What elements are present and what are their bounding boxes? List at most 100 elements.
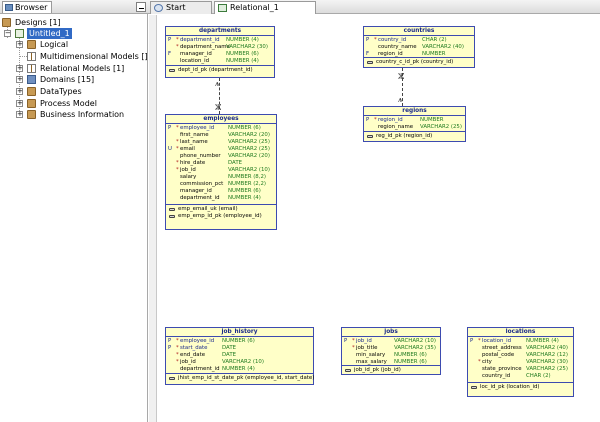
entity-key-row[interactable]: dept_id_pk (department_id): [166, 67, 274, 74]
fk-connector-departments-employees[interactable]: [219, 78, 220, 114]
entity-key-row[interactable]: country_c_id_pk (country_id): [364, 59, 474, 66]
column-name: location_id: [180, 58, 210, 64]
entity-key-row[interactable]: jhist_emp_id_st_date_pk (employee_id, st…: [166, 375, 314, 382]
relational-model-icon: [218, 4, 227, 12]
expand-toggle[interactable]: +: [16, 40, 23, 48]
tab-relational-1[interactable]: Relational_1 (Untitled_1): [214, 1, 316, 24]
column-type: NUMBER (4): [228, 195, 261, 201]
browser-icon: [5, 4, 13, 11]
entity-key-row[interactable]: emp_emp_id_pk (employee_id): [166, 213, 276, 220]
tab-start-page[interactable]: Start Page: [150, 1, 212, 24]
expand-toggle[interactable]: +: [16, 110, 23, 118]
entity-keys: emp_email_uk (email)emp_emp_id_pk (emplo…: [166, 205, 276, 229]
tree-item-process-model[interactable]: + Process Model: [16, 98, 144, 109]
column-type: NUMBER (6): [226, 51, 259, 57]
tree-item-multidimensional-models[interactable]: Multidimensional Models []: [16, 51, 148, 62]
browser-tab[interactable]: Browser: [2, 1, 53, 13]
tree-item-business-information[interactable]: + Business Information: [16, 109, 144, 120]
tree-item-relational-models[interactable]: + Relational Models [1]: [16, 63, 144, 74]
panel-splitter[interactable]: [149, 15, 156, 422]
tree-item-untitled-1[interactable]: − Untitled_1: [4, 28, 144, 39]
minimize-button[interactable]: [136, 2, 146, 12]
expand-toggle[interactable]: +: [16, 87, 23, 95]
entity-key-row[interactable]: reg_id_pk (region_id): [364, 133, 465, 140]
entity-key-row[interactable]: emp_email_uk (email): [166, 206, 276, 213]
domains-icon: [27, 75, 36, 84]
expand-toggle[interactable]: +: [16, 99, 23, 107]
browser-tab-label: Browser: [15, 3, 48, 12]
tree-item-datatypes[interactable]: + DataTypes: [16, 86, 144, 97]
column-type: NUMBER (6): [222, 338, 255, 344]
tree-item-domains[interactable]: + Domains [15]: [16, 74, 144, 85]
column-flag: F: [168, 51, 172, 57]
crowfoot-marker: ⩚: [398, 95, 403, 104]
collapse-toggle[interactable]: −: [4, 29, 11, 37]
expand-toggle[interactable]: +: [16, 64, 23, 72]
mandatory-mark: *: [176, 37, 179, 43]
column-type: NUMBER (4): [226, 58, 259, 64]
column-name: department_name: [180, 44, 230, 50]
column-type: VARCHAR2 (40): [422, 44, 464, 50]
entity-key-row[interactable]: loc_id_pk (location_id): [468, 384, 573, 391]
entity-keys: loc_id_pk (location_id): [468, 383, 573, 397]
fk-connector-countries-regions[interactable]: [402, 68, 403, 106]
column-type: VARCHAR2 (40): [526, 345, 568, 351]
mandatory-mark: *: [352, 345, 355, 351]
entity-key-row[interactable]: job_id_pk (job_id): [342, 367, 440, 374]
column-type: VARCHAR2 (30): [526, 359, 568, 365]
entity-column-row[interactable]: location_id NUMBER (4): [166, 58, 274, 65]
key-name: loc_id_pk (location_id): [480, 384, 540, 390]
column-flag: P: [168, 125, 172, 131]
key-icon: [345, 369, 351, 372]
tree-item-logical[interactable]: + Logical: [16, 39, 144, 50]
expand-toggle[interactable]: +: [16, 75, 23, 83]
folder-icon: [2, 18, 11, 27]
column-name: region_name: [378, 124, 414, 130]
entity-title: locations: [468, 328, 573, 337]
tree-item-designs[interactable]: Designs [1]: [2, 17, 142, 28]
column-name: job_id: [180, 359, 196, 365]
